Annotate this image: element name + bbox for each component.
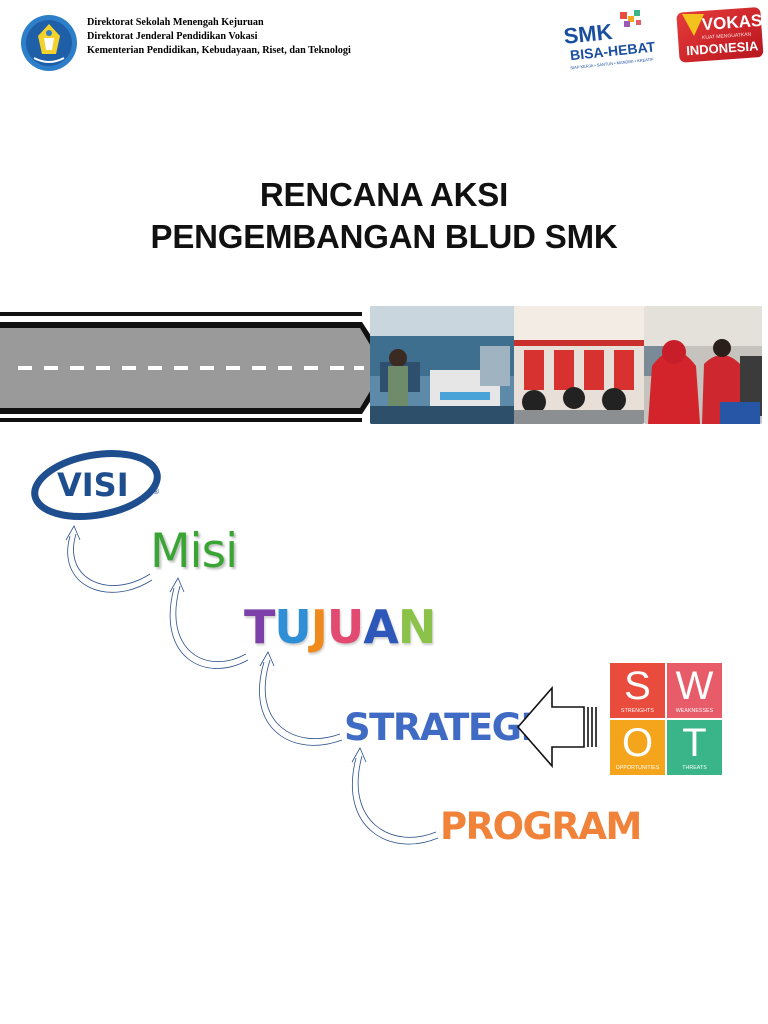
page-title: RENCANA AKSI PENGEMBANGAN BLUD SMK [0, 174, 768, 258]
swot-t-word: THREATS [682, 765, 707, 771]
swot-o-word: OPPORTUNITIES [615, 765, 660, 771]
tujuan-letter-5: A [363, 600, 399, 654]
swot-opportunities: O OPPORTUNITIES [610, 720, 665, 775]
arrow-swot-to-strategi [516, 685, 597, 769]
program-label: PROGRAM [440, 805, 642, 848]
tujuan-letter-3: J [310, 600, 328, 654]
arrow-strategi-to-tujuan [264, 659, 341, 739]
swot-weaknesses: W WEAKNESSES [667, 663, 722, 718]
swot-matrix: S STRENGHTS W WEAKNESSES O OPPORTUNITIES… [610, 663, 722, 775]
photo-electronics-workshop [370, 306, 515, 424]
road-banner [0, 312, 392, 422]
road-lane-markings [18, 366, 364, 370]
smk-logo-text: SMK [562, 19, 613, 49]
smk-bisa-hebat-logo: SMK BISA-HEBAT SIAP KERJA • SANTUN • MAN… [562, 10, 656, 70]
swot-s-letter: S [624, 664, 651, 708]
photo-students-working [644, 306, 762, 424]
swot-o-letter: O [621, 721, 654, 765]
vokasi-logo-text: VOKASI [701, 11, 764, 35]
arrow-misi-to-visi [73, 533, 151, 586]
swot-t-letter: T [682, 721, 707, 765]
swot-strengths: S STRENGHTS [610, 663, 665, 718]
arrow-tujuan-to-misi [175, 585, 247, 663]
swot-w-word: WEAKNESSES [675, 708, 714, 714]
arrow-program-to-strategi [357, 755, 437, 838]
header-institution-text: Direktorat Sekolah Menengah Kejuruan Dir… [87, 16, 351, 58]
kemendikbud-logo [21, 15, 77, 71]
vokasi-logo-subtext: KUAT MENGUATKAN [702, 32, 752, 41]
header-line-2: Direktorat Jenderal Pendidikan Vokasi [87, 31, 258, 42]
visi-logo: VISI ® [31, 450, 161, 520]
tujuan-letter-2: U [274, 600, 311, 654]
tujuan-letter-6: N [397, 600, 436, 654]
vokasi-indonesia-logo: VOKASI KUAT MENGUATKAN INDONESIA [676, 7, 764, 63]
svg-text:®: ® [152, 487, 160, 496]
tujuan-letter-1: T [244, 600, 275, 654]
photo-motorcycle-workshop [514, 306, 644, 424]
strategi-label: STRATEGI [344, 706, 534, 749]
header-line-1: Direktorat Sekolah Menengah Kejuruan [87, 17, 264, 28]
misi-label: Misi [150, 524, 238, 579]
title-line-2: PENGEMBANGAN BLUD SMK [150, 218, 618, 255]
swot-threats: T THREATS [667, 720, 722, 775]
header-line-3: Kementerian Pendidikan, Kebudayaan, Rise… [87, 45, 351, 56]
tujuan-letter-4: U [326, 600, 364, 654]
vokasi-logo-country: INDONESIA [686, 38, 760, 58]
title-line-1: RENCANA AKSI [259, 176, 509, 213]
swot-s-word: STRENGHTS [621, 708, 654, 714]
visi-text: VISI [57, 466, 129, 504]
tujuan-label: TUJUAN [244, 600, 436, 654]
swot-w-letter: W [675, 664, 714, 708]
